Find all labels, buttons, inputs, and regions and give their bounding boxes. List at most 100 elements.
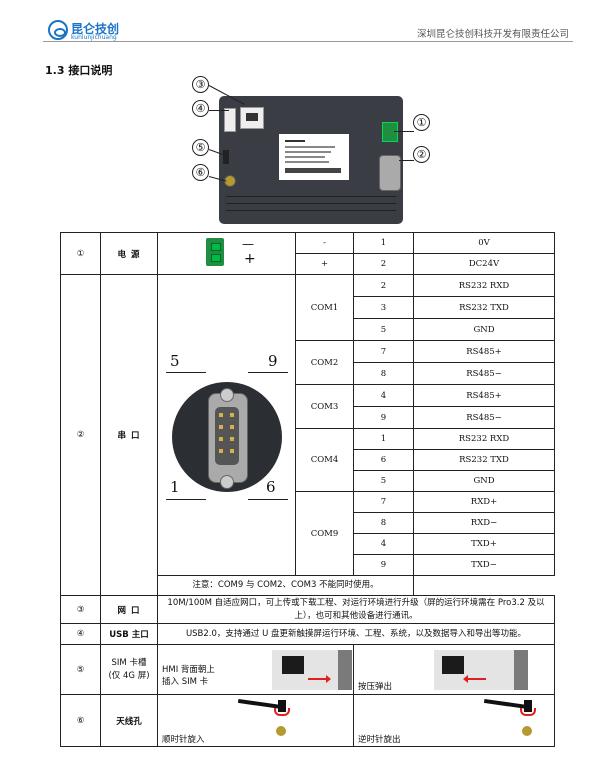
network-description: 10M/100M 自适应网口，可上传或下载工程、对运行环境进行升级（屏的运行环境… <box>157 595 555 624</box>
logo-icon <box>48 20 68 40</box>
pin-number: 6 <box>353 449 414 471</box>
row-number: ④ <box>60 623 101 645</box>
pin-number: 7 <box>353 491 414 513</box>
sim-insert-text: HMI 背面朝上 插入 SIM 卡 <box>162 664 215 688</box>
com-name: COM2 <box>295 340 354 385</box>
pin-number: 9 <box>353 554 414 576</box>
arrow-icon <box>308 674 331 683</box>
rotate-arrow-icon <box>520 707 536 716</box>
company-logo: 昆仑技创 kunlunjichuang <box>48 20 128 44</box>
row-name: 天线孔 <box>100 694 158 747</box>
pin-signal: RS485+ <box>413 384 555 407</box>
pin-number: 7 <box>353 340 414 363</box>
pin-number: 4 <box>353 533 414 555</box>
row-number: ② <box>60 274 101 596</box>
pin-number: 3 <box>353 296 414 319</box>
row-name: USB 主口 <box>100 623 158 645</box>
logo-subtext: kunlunjichuang <box>71 34 117 41</box>
serial-note: 注意：COM9 与 COM2、COM3 不能同时使用。 <box>157 575 414 596</box>
pin-signal: TXD+ <box>413 533 555 555</box>
header-divider <box>43 41 573 42</box>
pin-signal: RXD+ <box>413 491 555 513</box>
pin-sign: + <box>295 253 354 275</box>
antenna-screw-out-cell: 逆时针旋出 <box>353 694 555 747</box>
pin-label: 5 <box>170 352 180 370</box>
pin-signal: RS485+ <box>413 340 555 363</box>
company-name: 深圳昆仑技创科技开发有限责任公司 <box>416 29 569 40</box>
sim-insert-cell: HMI 背面朝上 插入 SIM 卡 <box>157 644 354 695</box>
pin-signal: RS232 RXD <box>413 428 555 450</box>
usb-port-icon <box>224 108 236 132</box>
power-minus-label: — <box>242 236 254 251</box>
db9-port-icon <box>379 155 401 191</box>
row-number: ⑤ <box>60 644 101 695</box>
pin-number: 2 <box>353 253 414 275</box>
sim-name-line2: (仅 4G 屏) <box>108 670 150 681</box>
callout-line <box>209 110 229 111</box>
sim-eject-cell: 按压弹出 <box>353 644 555 695</box>
rotate-arrow-icon <box>274 707 290 716</box>
power-connector-image: — + <box>157 232 296 275</box>
row-name: SIM 卡槽 (仅 4G 屏) <box>100 644 158 695</box>
row-name: 串 口 <box>100 274 158 596</box>
sim-insert-text-line: 插入 SIM 卡 <box>162 676 209 687</box>
logo-text: 昆仑技创 <box>71 22 120 36</box>
pin-label: 9 <box>268 352 278 370</box>
com-name: COM1 <box>295 274 354 341</box>
row-name: 网 口 <box>100 595 158 624</box>
power-plus-label: + <box>244 250 256 267</box>
callout-6: ⑥ <box>192 164 209 181</box>
pin-signal: TXD− <box>413 554 555 576</box>
device-edge <box>338 649 352 690</box>
db9-pinout-image: 5 9 1 6 <box>157 274 296 576</box>
interface-table: ① 电 源 — + - 1 0V + 2 DC24V ② 串 口 5 9 1 <box>60 232 555 747</box>
pin-signal: RS232 TXD <box>413 296 555 319</box>
pin-signal: RS485− <box>413 406 555 429</box>
callout-3: ③ <box>192 76 209 93</box>
device-label-sticker <box>279 134 349 180</box>
pin-number: 1 <box>353 232 414 254</box>
callout-5: ⑤ <box>192 139 209 156</box>
callout-4: ④ <box>192 100 209 117</box>
antenna-base-icon <box>278 699 286 712</box>
sim-eject-text: 按压弹出 <box>358 681 393 692</box>
antenna-port-icon <box>522 725 532 736</box>
row-number: ① <box>60 232 101 275</box>
pin-number: 5 <box>353 318 414 341</box>
pin-number: 2 <box>353 274 414 297</box>
sim-name-line1: SIM 卡槽 <box>111 657 147 668</box>
pin-signal: 0V <box>413 232 555 254</box>
usb-description: USB2.0，支持通过 U 盘更新触摸屏运行环境、工程、系统，以及数据导入和导出… <box>157 623 555 645</box>
antenna-screw-in-text: 顺时针旋入 <box>162 734 205 745</box>
pin-number: 5 <box>353 470 414 492</box>
pin-sign: - <box>295 232 354 254</box>
sim-card-icon <box>442 655 464 674</box>
power-terminal-icon <box>382 122 398 142</box>
pin-label: 1 <box>170 478 180 496</box>
antenna-screw-in-cell: 顺时针旋入 <box>157 694 354 747</box>
antenna-port-icon <box>276 725 286 736</box>
sim-card-icon <box>282 655 304 674</box>
pin-number: 8 <box>353 362 414 385</box>
callout-line <box>394 131 414 132</box>
pin-number: 8 <box>353 512 414 534</box>
device-edge <box>514 649 528 690</box>
com-name: COM3 <box>295 384 354 429</box>
pin-signal: GND <box>413 470 555 492</box>
antenna-screw-out-text: 逆时针旋出 <box>358 734 401 745</box>
pin-signal: RXD− <box>413 512 555 534</box>
pin-label: 6 <box>266 478 276 496</box>
pin-signal: DC24V <box>413 253 555 275</box>
callout-1: ① <box>413 114 430 131</box>
antenna-base-icon <box>524 699 532 712</box>
com-name: COM4 <box>295 428 354 492</box>
sim-insert-text-line: HMI 背面朝上 <box>162 664 215 675</box>
pin-signal: RS232 RXD <box>413 274 555 297</box>
row-name: 电 源 <box>100 232 158 275</box>
arrow-icon <box>466 677 486 680</box>
pin-signal: RS232 TXD <box>413 449 555 471</box>
sim-slot-icon <box>223 150 229 164</box>
pin-number: 1 <box>353 428 414 450</box>
ethernet-port-icon <box>240 107 264 129</box>
pin-signal: GND <box>413 318 555 341</box>
